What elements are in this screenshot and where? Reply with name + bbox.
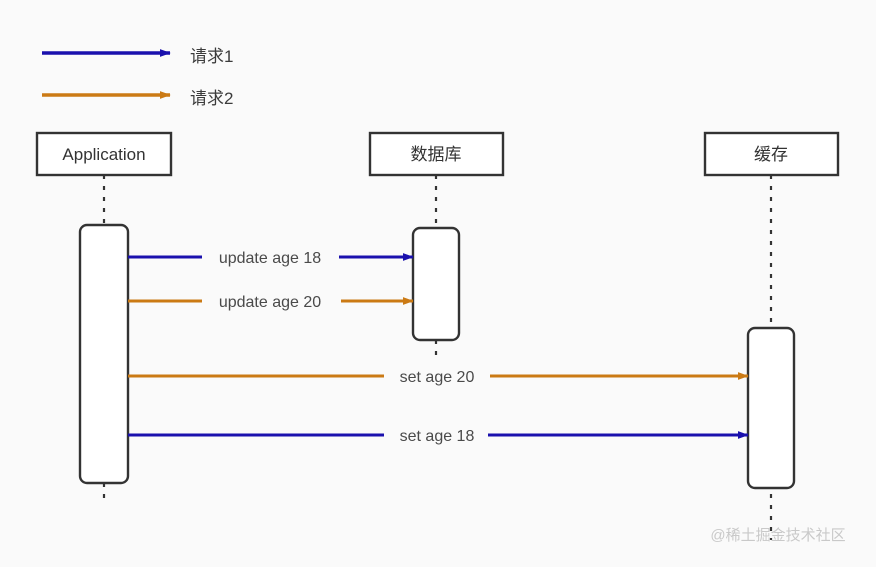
message-label-bg-update-age-18 [202,245,339,269]
activation-bar-application [78,223,130,485]
legend-item-request1: 请求1 [42,47,233,66]
participant-boxes: Application 数据库 缓存 [35,131,840,177]
legend-label-request1: 请求1 [190,47,233,66]
participant-label-application: Application [62,145,145,164]
message-set-age-20[interactable]: set age 20 [128,364,749,388]
message-label-update-age-20: update age 20 [219,294,321,311]
participant-application[interactable]: Application [35,131,173,177]
message-set-age-18[interactable]: set age 18 [128,423,749,447]
participant-cache[interactable]: 缓存 [703,131,840,177]
legend-item-request2: 请求2 [42,89,233,108]
activation-bar-database [411,226,461,342]
participant-box-cache[interactable] [703,131,840,177]
activation-bars [78,223,796,490]
legend: 请求1 请求2 [42,47,233,108]
message-label-bg-update-age-20 [202,289,341,313]
participant-box-database[interactable] [368,131,505,177]
message-label-bg-set-age-18 [384,423,488,447]
participant-box-application[interactable] [35,131,173,177]
messages: update age 18 update age 20 set age 20 s… [128,245,749,447]
legend-label-request2: 请求2 [190,89,233,108]
participant-label-database: 数据库 [411,145,462,164]
participant-label-cache: 缓存 [754,145,788,164]
message-label-bg-set-age-20 [384,364,490,388]
message-label-set-age-18: set age 18 [400,428,475,445]
watermark: @稀土掘金技术社区 [710,527,845,544]
message-update-age-20[interactable]: update age 20 [128,289,414,313]
message-update-age-18[interactable]: update age 18 [128,245,414,269]
message-label-set-age-20: set age 20 [400,369,475,386]
message-label-update-age-18: update age 18 [219,250,321,267]
participant-database[interactable]: 数据库 [368,131,505,177]
activation-bar-cache [746,326,796,490]
